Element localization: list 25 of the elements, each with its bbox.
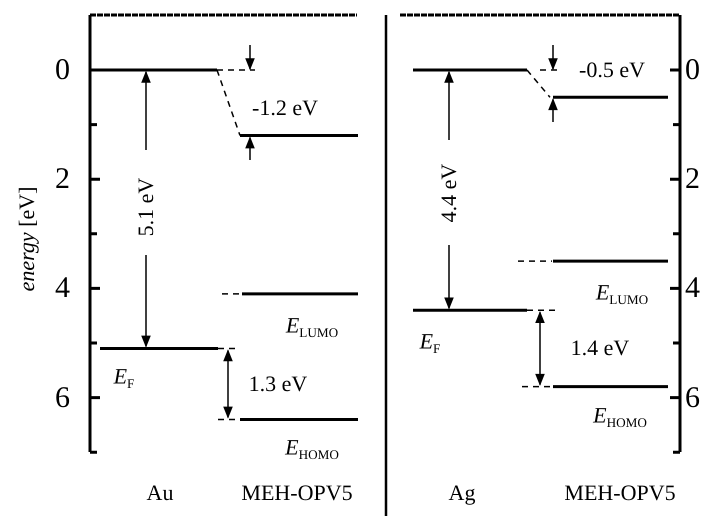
axis-title: energy [eV] [16,186,38,292]
material-label: Ag [448,482,476,504]
level-label: E$_{F}$ [114,366,134,391]
gap-label: 4.4 eV [438,164,460,222]
material-label: MEH-OPV5 [564,482,676,504]
level-label: E$_{LUMO}$ [596,281,648,306]
offset-label: -1.2 eV [252,97,318,120]
level-label: E$_{F}$ [420,330,440,356]
axis-tick-label: 6 [685,382,700,413]
gap-label: 1.3 eV [248,372,308,395]
material-label: MEH-OPV5 [241,482,353,504]
gap-label: 5.1 eV [135,177,157,236]
axis-tick-label: 4 [685,273,700,304]
axis-tick-label: 2 [685,164,700,194]
level-label: E$_{HOMO}$ [285,437,339,462]
axis-tick-label: 0 [55,55,70,85]
axis-tick-label: 4 [55,273,70,304]
axis-tick-label: 6 [55,382,70,413]
gap-label: 1.4 eV [570,337,630,360]
axis-tick-label: 0 [685,55,700,85]
level-label: E$_{HOMO}$ [593,404,647,430]
material-label: Au [146,482,174,504]
level-label: E$_{LUMO}$ [286,314,338,340]
axis-tick-label: 2 [55,164,70,194]
offset-label: -0.5 eV [579,59,645,81]
